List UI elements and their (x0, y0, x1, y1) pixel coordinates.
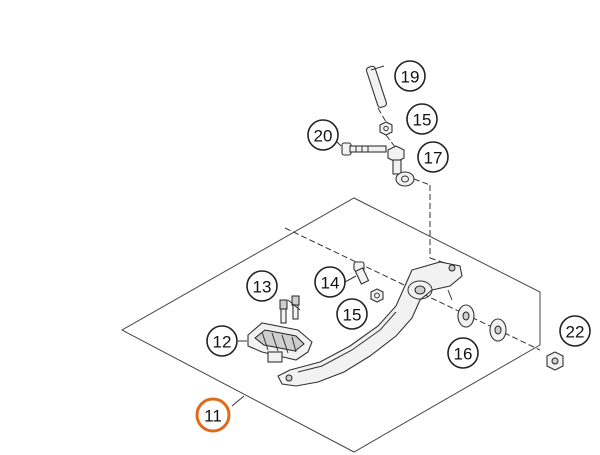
axis-line (429, 257, 449, 265)
screws-part (279, 295, 300, 324)
callout-16: 16 (447, 337, 479, 369)
callout-label: 13 (253, 278, 272, 297)
callout-15-top: 15 (406, 103, 438, 135)
callout-17: 17 (417, 141, 449, 173)
callout-19: 19 (394, 60, 426, 92)
footpeg-part (247, 322, 313, 363)
callout-14: 14 (314, 266, 346, 298)
nut-part (546, 351, 564, 371)
axis-line (385, 134, 396, 148)
bushing-part (457, 304, 507, 342)
leader-line (231, 395, 245, 407)
callout-label: 16 (454, 345, 473, 364)
brake-lever-part (277, 261, 463, 387)
callout-label: 15 (343, 306, 362, 325)
callout-13: 13 (246, 270, 278, 302)
assembly-frame (120, 197, 541, 453)
callout-label: 12 (213, 333, 232, 352)
callout-label: 19 (401, 68, 420, 87)
callout-20: 20 (307, 119, 339, 151)
leader-line (344, 275, 357, 283)
callout-12: 12 (206, 325, 238, 357)
callout-label: 20 (314, 127, 333, 146)
axis-line (413, 178, 431, 186)
nut-part (379, 121, 393, 136)
callout-label: 15 (413, 111, 432, 130)
callout-label: 22 (566, 323, 585, 342)
callout-22: 22 (559, 315, 591, 347)
pin-part (365, 65, 388, 108)
callout-label: 11 (204, 407, 222, 426)
callout-label: 17 (424, 149, 443, 168)
bolt-part (341, 142, 387, 156)
callout-15-middle: 15 (336, 298, 368, 330)
callout-label: 14 (321, 274, 340, 293)
callout-11: 11 (195, 397, 231, 433)
clevis-part (387, 145, 415, 187)
bolt-part (353, 261, 370, 285)
leader-line (287, 299, 301, 311)
axis-line (377, 107, 387, 123)
nut-part (370, 288, 384, 303)
